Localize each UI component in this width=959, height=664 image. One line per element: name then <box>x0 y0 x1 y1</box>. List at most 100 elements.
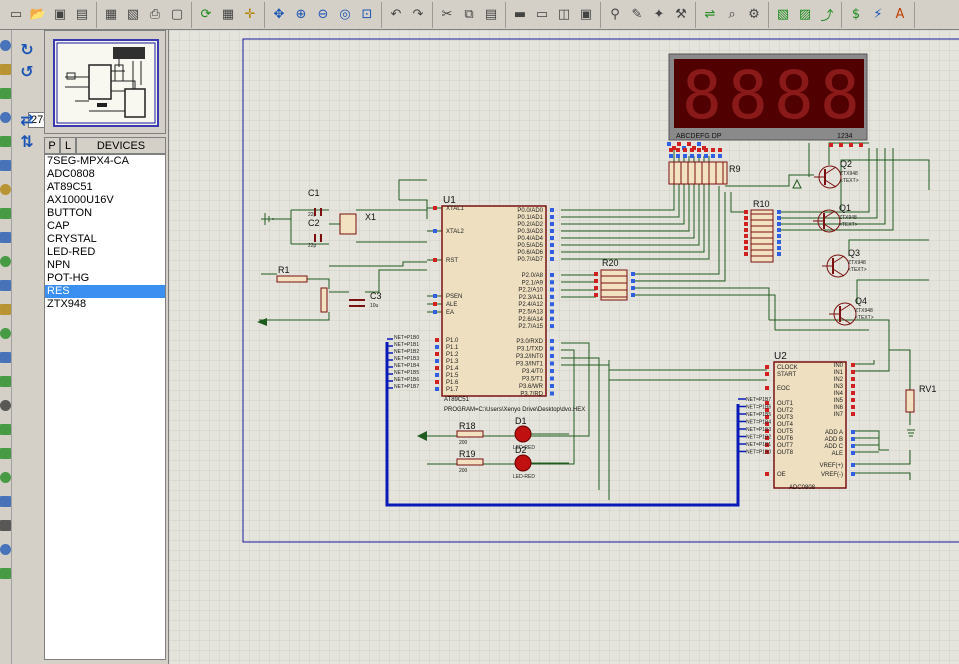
pin-marker <box>550 294 554 299</box>
bill-of-materials-icon[interactable]: $ <box>851 7 861 22</box>
bus-icon[interactable] <box>0 160 11 171</box>
mirror-horizontal-icon[interactable]: ⇄ <box>20 109 34 129</box>
zoom-area-icon[interactable]: ⊡ <box>361 7 373 22</box>
electrical-rules-icon[interactable]: ⚡ <box>873 7 883 22</box>
symbol-icon[interactable] <box>0 544 11 555</box>
new-icon[interactable]: ▭ <box>9 7 23 22</box>
pin-marker <box>550 391 554 396</box>
component-mode-icon[interactable] <box>0 64 11 75</box>
u2-pin-label: START <box>777 372 796 378</box>
package-tool-icon[interactable]: ✦ <box>653 7 665 22</box>
d2-part: LED-RED <box>513 474 535 480</box>
pin-marker <box>777 246 781 250</box>
pan-icon[interactable]: ✥ <box>273 7 285 22</box>
path-icon[interactable] <box>0 496 11 507</box>
setup-icon[interactable]: ▢ <box>170 7 184 22</box>
tape-icon[interactable] <box>0 280 11 291</box>
text-script-icon[interactable] <box>0 136 11 147</box>
resistor-r1 <box>276 275 308 283</box>
pick-device-icon[interactable]: ⚲ <box>610 7 620 22</box>
import-icon[interactable]: ▦ <box>104 7 118 22</box>
select-mode-icon[interactable] <box>0 40 11 51</box>
zoom-in-icon[interactable]: ⊕ <box>295 7 307 22</box>
box-icon[interactable] <box>0 424 11 435</box>
device-list-item[interactable]: AT89C51 <box>47 181 93 193</box>
device-list-item[interactable]: CAP <box>47 220 70 232</box>
pin-marker <box>687 142 691 146</box>
subcircuit-icon[interactable] <box>0 184 11 195</box>
decompose-icon[interactable]: ⚒ <box>675 7 687 22</box>
pin-icon[interactable] <box>0 232 11 243</box>
generator-icon[interactable] <box>0 304 11 315</box>
origin-icon[interactable]: ✛ <box>244 7 256 22</box>
wire <box>561 150 710 260</box>
close-icon[interactable]: ▤ <box>75 7 89 22</box>
remove-sheet-icon[interactable]: ▨ <box>798 7 812 22</box>
pin-marker <box>744 252 748 256</box>
undo-icon[interactable]: ↶ <box>390 7 402 22</box>
graph-icon[interactable] <box>0 256 11 267</box>
u2-pin-label: OUT7 <box>777 443 794 449</box>
ares-netlist-icon[interactable]: A <box>895 7 905 22</box>
new-sheet-icon[interactable]: ▧ <box>776 7 790 22</box>
u1-pin-label: EA <box>446 310 454 316</box>
line-icon[interactable] <box>0 400 11 411</box>
rotate-anticlockwise-icon[interactable]: ↺ <box>20 61 34 81</box>
redo-icon[interactable]: ↷ <box>412 7 424 22</box>
library-manager-tab[interactable]: L <box>60 137 76 154</box>
open-icon[interactable]: 📂 <box>29 7 47 22</box>
export-icon[interactable]: ▧ <box>126 7 140 22</box>
rotate-clockwise-icon[interactable]: ↻ <box>20 39 34 59</box>
junction-icon[interactable] <box>0 88 11 99</box>
terminal-icon[interactable] <box>0 208 11 219</box>
pin-marker <box>765 472 769 476</box>
zoom-out-icon[interactable]: ⊖ <box>317 7 329 22</box>
wire-autorouter-icon[interactable]: ⇌ <box>704 7 716 22</box>
device-list-item[interactable]: RES <box>45 285 165 298</box>
print-icon[interactable]: ⎙ <box>149 7 161 22</box>
device-list-item[interactable]: 7SEG-MPX4-CA <box>47 155 129 167</box>
grid-icon[interactable]: ▦ <box>221 7 235 22</box>
pin-marker <box>435 380 439 384</box>
device-list-item[interactable]: ZTX948 <box>47 298 87 310</box>
block-move-icon[interactable]: ▭ <box>535 7 549 22</box>
save-icon[interactable]: ▣ <box>53 7 67 22</box>
zoom-all-icon[interactable]: ◎ <box>339 7 351 22</box>
block-copy-icon[interactable]: ▬ <box>513 7 527 22</box>
overview-window[interactable] <box>44 30 166 134</box>
device-list-item[interactable]: BUTTON <box>47 207 93 219</box>
arc-icon[interactable] <box>0 472 11 483</box>
search-icon[interactable]: ⌕ <box>728 7 736 22</box>
device-list-item[interactable]: NPN <box>47 259 71 271</box>
block-rotate-icon[interactable]: ◫ <box>557 7 571 22</box>
exit-to-parent-icon[interactable]: ⤴ <box>820 9 834 24</box>
device-list-item[interactable]: AX1000U16V <box>47 194 114 206</box>
pick-devices-tab[interactable]: P <box>44 137 60 154</box>
copy-icon[interactable]: ⧉ <box>464 7 474 22</box>
text-icon[interactable] <box>0 520 11 531</box>
cut-icon[interactable]: ✂ <box>441 7 453 22</box>
block-delete-icon[interactable]: ▣ <box>579 7 593 22</box>
net-label: NET=P1B3 <box>746 427 771 433</box>
probe-current-icon[interactable] <box>0 352 11 363</box>
device-list-item[interactable]: POT-HG <box>47 272 90 284</box>
u2-pin-label: IN2 <box>834 377 844 383</box>
marker-icon[interactable] <box>0 568 11 579</box>
device-list-item[interactable]: CRYSTAL <box>47 233 97 245</box>
devices-header: DEVICES <box>76 137 166 154</box>
make-device-icon[interactable]: ✎ <box>631 7 643 22</box>
circle-icon[interactable] <box>0 448 11 459</box>
wire <box>398 179 428 219</box>
property-tool-icon[interactable]: ⚙ <box>748 7 760 22</box>
pin-marker <box>765 415 769 419</box>
paste-icon[interactable]: ▤ <box>484 7 498 22</box>
instrument-icon[interactable] <box>0 376 11 387</box>
device-list-item[interactable]: ADC0808 <box>47 168 95 180</box>
refresh-icon[interactable]: ⟳ <box>200 7 212 22</box>
wire-label-icon[interactable] <box>0 112 11 123</box>
device-list-item[interactable]: LED-RED <box>47 246 96 258</box>
mirror-vertical-icon[interactable]: ⇅ <box>20 131 34 151</box>
probe-voltage-icon[interactable] <box>0 328 11 339</box>
transistor-q3-leads <box>822 255 845 277</box>
